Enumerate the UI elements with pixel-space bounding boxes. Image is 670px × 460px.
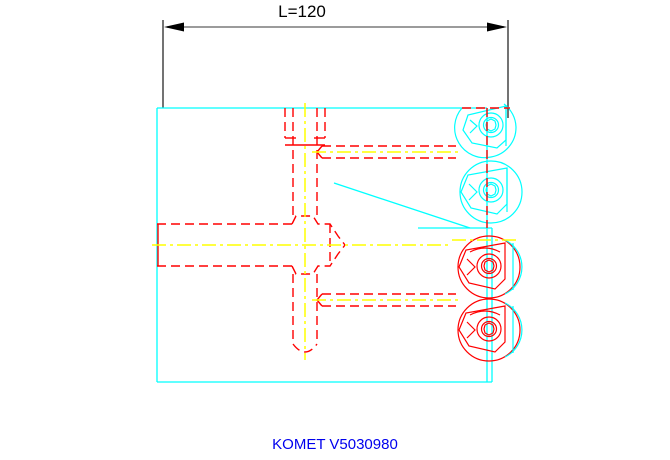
insert-4-screw-inner	[480, 320, 498, 338]
rear-arc-a	[504, 239, 523, 295]
dimension-length-label: L=120	[278, 2, 326, 21]
insert-pocket-4	[457, 298, 521, 362]
insert-1-screw-outer	[478, 112, 504, 138]
dimension-arrow-right	[487, 22, 507, 32]
insert-3-outer-circle	[457, 235, 521, 299]
dimension-group	[162, 20, 509, 118]
insert-4-body	[458, 305, 506, 353]
insert-4-torx-socket	[483, 322, 495, 336]
insert-3-torx-socket	[483, 259, 495, 273]
dimension-arrow-left	[164, 22, 184, 32]
insert-4-screw-outer	[476, 316, 502, 342]
insert-3-hook	[469, 247, 501, 253]
rear-arc-b	[504, 302, 523, 358]
centerline-group	[152, 103, 520, 360]
center-hex-upper	[291, 215, 346, 246]
vertical-bore-tip	[292, 343, 318, 353]
insert-2-torx-socket	[485, 183, 497, 197]
insert-pocket-3	[457, 235, 521, 299]
insert-3-screw-inner	[480, 257, 498, 275]
part-number-label: KOMET V5030980	[272, 436, 398, 453]
insert-2-chamfer	[468, 183, 478, 201]
insert-1-outer-arc	[454, 103, 517, 159]
insert-3-chamfer	[466, 258, 476, 276]
center-hex-lower	[291, 244, 346, 275]
insert-1-screw-inner	[482, 116, 500, 134]
chip-flute-arc	[333, 182, 471, 229]
insert-3-screw-outer	[476, 253, 502, 279]
insert-2-outer-circle	[459, 160, 523, 224]
insert-1-body	[462, 105, 507, 149]
insert-pocket-2	[459, 160, 523, 224]
insert-pocket-1	[454, 103, 517, 159]
insert-2-screw-inner	[482, 181, 500, 199]
insert-1-chamfer	[469, 119, 478, 134]
insert-4-hook	[469, 310, 501, 316]
insert-2-screw-outer	[478, 177, 504, 203]
insert-rear-visible-edges	[504, 239, 523, 358]
hidden-geometry-group	[157, 107, 510, 353]
insert-4-outer-circle	[457, 298, 521, 362]
insert-3-body	[458, 242, 506, 290]
insert-4-chamfer	[466, 321, 476, 339]
